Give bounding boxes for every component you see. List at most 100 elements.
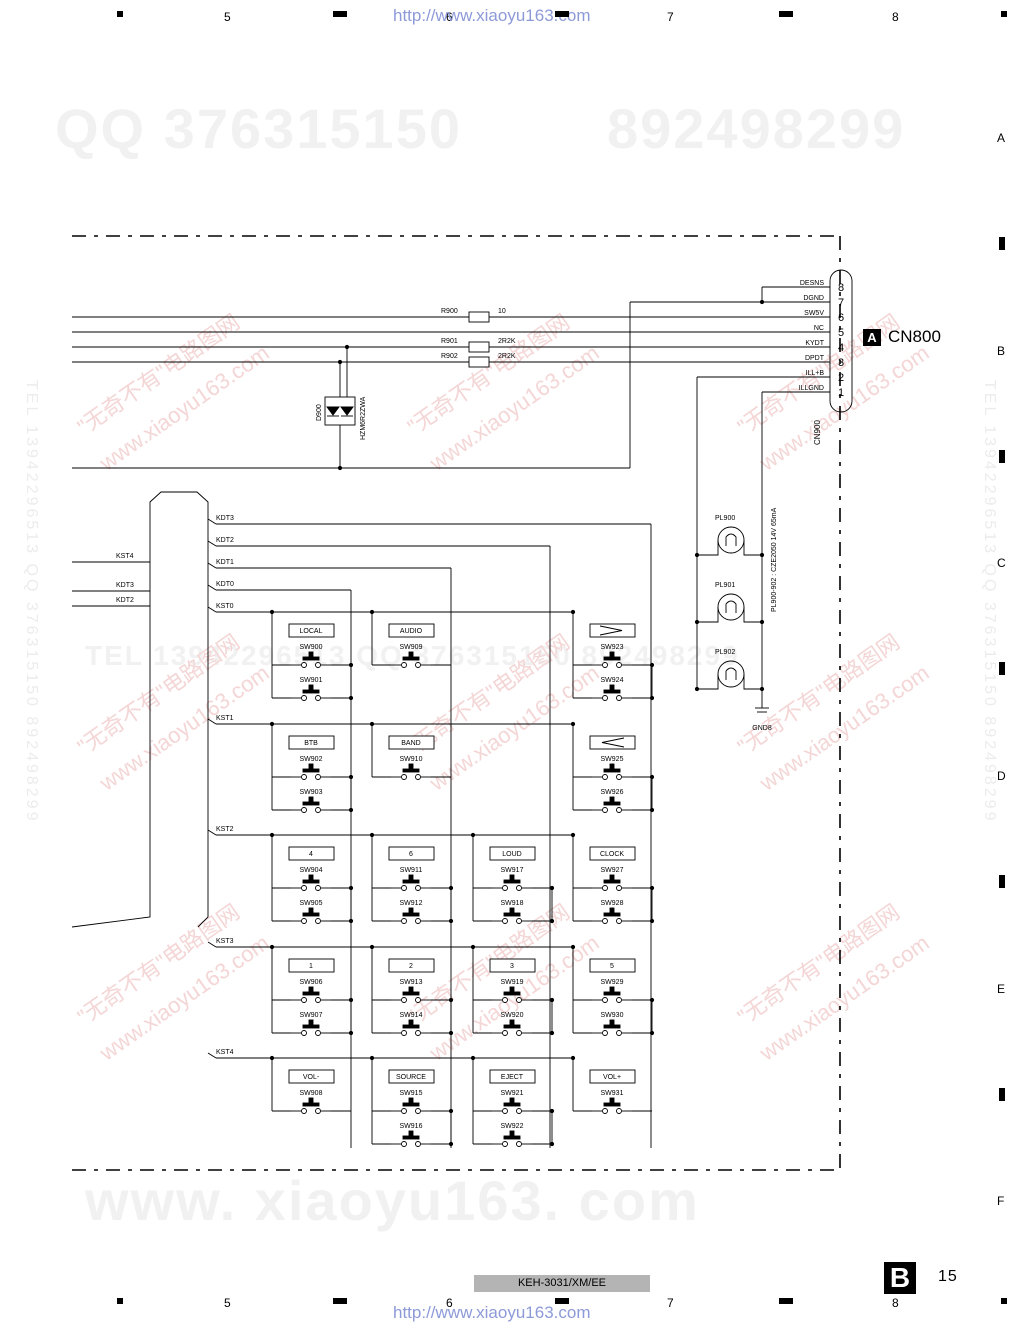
junction-dot — [448, 1108, 454, 1114]
junction-dot — [694, 686, 700, 692]
page-letter-badge: B — [884, 1262, 916, 1294]
junction-dot — [448, 885, 454, 891]
wire-lamp-in — [697, 607, 719, 623]
switch-plunger — [402, 991, 420, 996]
switch-ref: SW922 — [501, 1123, 524, 1130]
grid-row-f: F — [997, 1194, 1005, 1208]
switch-ref: SW916 — [400, 1123, 423, 1130]
switch-plunger — [503, 1135, 521, 1140]
resistor-value: 10 — [498, 308, 506, 315]
grid-col-top-7: 7 — [667, 10, 674, 24]
switch-actuator — [509, 1130, 515, 1137]
key-label: 1 — [309, 963, 313, 970]
switch-plunger — [603, 1102, 621, 1107]
bus-right-label: KDT3 — [216, 515, 234, 522]
connector-pin-number: 5 — [838, 327, 844, 339]
connector-pin-number: 3 — [838, 357, 844, 369]
switch-plunger — [603, 656, 621, 661]
junction-dot — [348, 695, 354, 701]
switch-contact — [415, 662, 421, 668]
junction-dot — [549, 1141, 555, 1147]
connector-pin-number: 1 — [838, 387, 844, 399]
resistor-r901 — [468, 341, 490, 353]
switch-plunger — [302, 768, 320, 773]
key-label-box — [388, 623, 435, 638]
junction-dot — [694, 619, 700, 625]
junction-dot — [570, 944, 576, 950]
bus-entry — [207, 829, 217, 836]
junction-dot — [369, 832, 375, 838]
switch-plunger — [603, 912, 621, 917]
switch-actuator — [609, 684, 615, 691]
switch-contact — [502, 918, 508, 924]
junction-dot — [570, 832, 576, 838]
key-label-box — [288, 623, 335, 638]
switch-contact — [315, 807, 321, 813]
switch-contact — [401, 774, 407, 780]
junction-dot — [649, 997, 655, 1003]
watermark-url-bottom: http://www.xiaoyu163.com — [393, 1303, 591, 1322]
junction-dot — [549, 1108, 555, 1114]
grid-mark — [779, 1298, 793, 1304]
junction-dot — [649, 885, 655, 891]
key-label: EJECT — [501, 1074, 524, 1081]
switch-ref: SW913 — [400, 979, 423, 986]
grid-col-bottom-6: 6 — [446, 1296, 453, 1310]
switch-contact — [602, 695, 608, 701]
junction-dot — [649, 695, 655, 701]
switch-contact — [301, 807, 307, 813]
switch-contact — [616, 774, 622, 780]
key-label: 5 — [610, 963, 614, 970]
switch-contact — [315, 918, 321, 924]
watermark-url-top: http://www.xiaoyu163.com — [393, 6, 591, 25]
junction-dot — [759, 299, 765, 305]
key-label: CLOCK — [600, 851, 624, 858]
junction-dot — [448, 918, 454, 924]
switch-actuator — [408, 986, 414, 993]
lamp-ref: PL900 — [715, 515, 735, 522]
junction-dot — [348, 997, 354, 1003]
switch-plunger — [603, 689, 621, 694]
switch-contact — [616, 807, 622, 813]
watermark-qq-right: 892498299 — [607, 97, 906, 160]
bus-left-label: KDT3 — [116, 582, 134, 589]
wire-lamp-out — [743, 607, 762, 623]
switch-actuator — [408, 874, 414, 881]
switch-plunger — [603, 1024, 621, 1029]
switch-contact — [616, 1030, 622, 1036]
bus-right-label: KST0 — [216, 603, 234, 610]
key-label: LOCAL — [300, 628, 323, 635]
junction-dot — [694, 552, 700, 558]
switch-contact — [315, 997, 321, 1003]
bus-entry — [207, 606, 217, 613]
grid-mark — [999, 237, 1005, 250]
switch-contact — [602, 885, 608, 891]
switch-contact — [415, 997, 421, 1003]
grid-mark — [999, 450, 1005, 463]
switch-contact — [301, 662, 307, 668]
switch-ref: SW905 — [300, 900, 323, 907]
key-label-box — [489, 958, 536, 973]
bus-left-label: KST4 — [116, 553, 134, 560]
switch-ref: SW920 — [501, 1012, 524, 1019]
junction-dot — [549, 1030, 555, 1036]
grid-row-c: C — [997, 556, 1006, 570]
grid-row-e: E — [997, 982, 1006, 996]
switch-plunger — [603, 768, 621, 773]
switch-ref: SW911 — [400, 867, 423, 874]
junction-dot — [470, 944, 476, 950]
switch-contact — [602, 774, 608, 780]
switch-contact — [502, 1108, 508, 1114]
switch-ref: SW926 — [601, 789, 624, 796]
right-arrow-icon — [599, 625, 623, 636]
key-label-box — [589, 623, 636, 638]
switch-actuator — [609, 874, 615, 881]
junction-dot — [369, 944, 375, 950]
key-label-box — [388, 958, 435, 973]
junction-dot — [549, 918, 555, 924]
switch-ref: SW930 — [601, 1012, 624, 1019]
key-label: BTB — [304, 740, 318, 747]
switch-contact — [415, 1030, 421, 1036]
switch-contact — [301, 1030, 307, 1036]
